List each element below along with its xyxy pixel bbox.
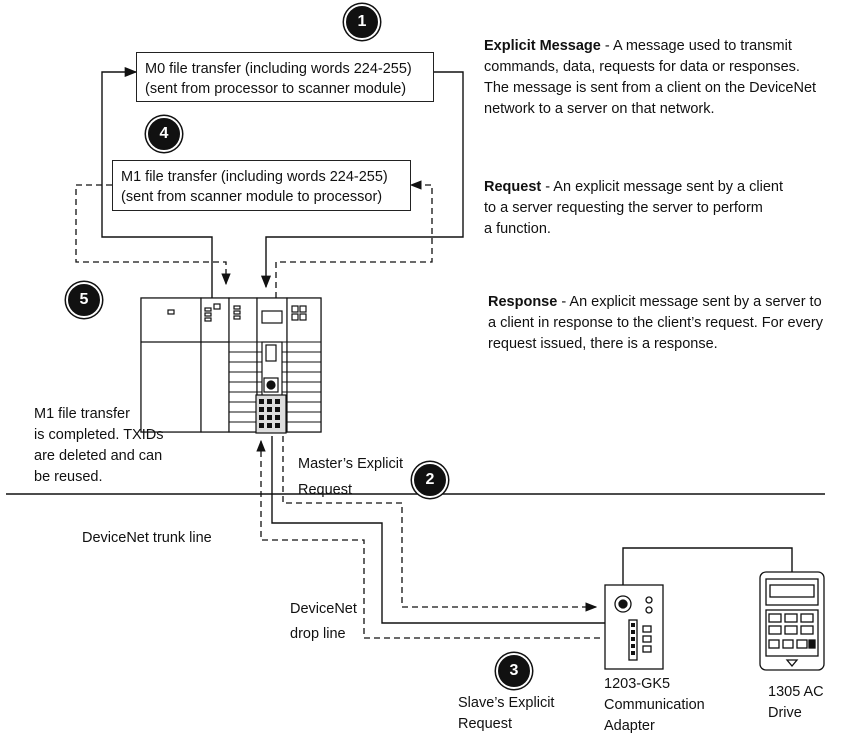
drive-label-line1: 1305 AC	[768, 684, 824, 700]
m1-note-line1: M1 file transfer	[34, 406, 130, 422]
m1-box-line2: (sent from scanner module to processor)	[121, 189, 383, 205]
m1-note-line2: is completed. TXIDs	[34, 427, 164, 443]
def-response-line3: request issued, there is a response.	[488, 336, 718, 352]
masters-request-line2: Request	[298, 482, 353, 498]
step-badge-5: 5	[68, 284, 100, 316]
term-response: Response	[488, 294, 558, 310]
drive-label-line2: Drive	[768, 705, 802, 721]
m1-completed-note: M1 file transfer is completed. TXIDs are…	[34, 404, 163, 488]
def-response-line2: a client in response to the client’s req…	[488, 315, 824, 331]
step-badge-4: 4	[148, 118, 180, 150]
slaves-request-line1: Slave’s Explicit	[458, 695, 555, 711]
def-explicit-line4: network to a server on that network.	[484, 101, 715, 117]
def-explicit-line3: The message is sent from a client on the…	[484, 80, 817, 96]
plc-chassis	[140, 297, 322, 434]
drop-line-label: DeviceNet drop line	[290, 597, 357, 647]
adapter-label-line1: 1203-GK5	[604, 676, 671, 692]
step-badge-2: 2	[414, 464, 446, 496]
m0-transfer-path	[101, 66, 464, 298]
drive-device	[759, 571, 825, 671]
adapter-drive-link	[622, 547, 793, 596]
definition-explicit-message: Explicit Message - A message used to tra…	[484, 36, 816, 120]
slaves-request-line2: Request	[458, 716, 513, 732]
def-response-line1: - An explicit message sent by a server t…	[557, 294, 822, 310]
m1-transfer-path	[75, 180, 433, 298]
m1-note-line4: be reused.	[34, 469, 103, 485]
adapter-label-line2: Communication	[604, 697, 705, 713]
step-badge-3: 3	[498, 655, 530, 687]
def-explicit-line2: commands, data, requests for data or res…	[484, 59, 800, 75]
m0-transfer-box: M0 file transfer (including words 224-25…	[136, 52, 434, 102]
adapter-device	[604, 584, 664, 670]
drop-line-line2: drop line	[290, 626, 346, 642]
slave-request-path	[256, 439, 600, 639]
drop-line-line1: DeviceNet	[290, 601, 357, 617]
m1-box-line1: M1 file transfer (including words 224-25…	[121, 169, 388, 185]
def-request-line1: - An explicit message sent by a client	[541, 179, 784, 195]
term-explicit-message: Explicit Message	[484, 38, 601, 54]
masters-request-label: Master’s Explicit Request	[298, 451, 403, 503]
drop-line	[271, 436, 613, 624]
def-request-line3: a function.	[484, 221, 551, 237]
adapter-label: 1203-GK5 Communication Adapter	[604, 674, 705, 737]
masters-request-line1: Master’s Explicit	[298, 456, 404, 472]
master-request-path	[282, 436, 598, 612]
m0-box-line2: (sent from processor to scanner module)	[145, 81, 407, 97]
term-request: Request	[484, 179, 542, 195]
definition-response: Response - An explicit message sent by a…	[488, 292, 823, 355]
drive-label: 1305 AC Drive	[768, 682, 824, 724]
m1-transfer-box: M1 file transfer (including words 224-25…	[112, 160, 411, 211]
m1-note-line3: are deleted and can	[34, 448, 163, 464]
step-badge-1: 1	[346, 6, 378, 38]
definition-request: Request - An explicit message sent by a …	[484, 177, 783, 240]
def-explicit-line1: - A message used to transmit	[600, 38, 792, 54]
trunk-line-label: DeviceNet trunk line	[82, 530, 212, 546]
m0-box-line1: M0 file transfer (including words 224-25…	[145, 61, 412, 77]
def-request-line2: to a server requesting the server to per…	[484, 200, 763, 216]
adapter-label-line3: Adapter	[604, 718, 655, 734]
slaves-request-label: Slave’s Explicit Request	[458, 693, 554, 735]
